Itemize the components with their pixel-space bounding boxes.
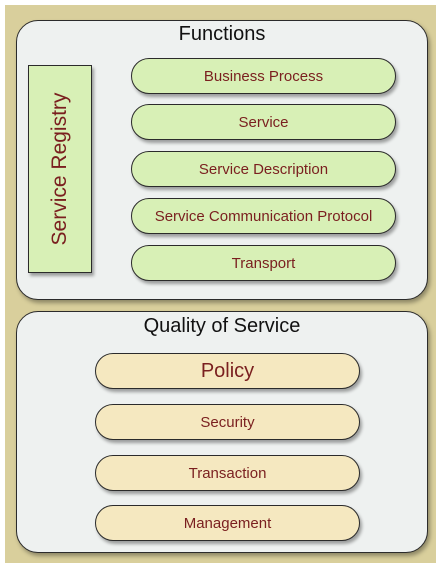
function-service: Service [131, 104, 396, 140]
function-label: Service Communication Protocol [154, 207, 373, 225]
qos-policy: Policy [95, 353, 360, 389]
service-registry-label: Service Registry [48, 92, 71, 246]
qos-label: Transaction [188, 464, 267, 482]
function-label: Service [238, 113, 289, 131]
function-label: Transport [231, 254, 296, 272]
qos-label: Policy [200, 359, 255, 382]
qos-transaction: Transaction [95, 455, 360, 491]
function-service-description: Service Description [131, 151, 396, 187]
function-business-process: Business Process [131, 58, 396, 94]
service-registry-box: Service Registry [28, 65, 92, 273]
function-service-communication-protocol: Service Communication Protocol [131, 198, 396, 234]
qos-security: Security [95, 404, 360, 440]
qos-panel: Quality of Service [16, 311, 428, 553]
qos-title: Quality of Service [143, 315, 301, 337]
qos-label: Management [183, 514, 272, 532]
function-label: Service Description [198, 160, 329, 178]
function-label: Business Process [203, 67, 324, 85]
qos-label: Security [200, 413, 255, 431]
function-transport: Transport [131, 245, 396, 281]
functions-title: Functions [178, 23, 266, 45]
qos-management: Management [95, 505, 360, 541]
